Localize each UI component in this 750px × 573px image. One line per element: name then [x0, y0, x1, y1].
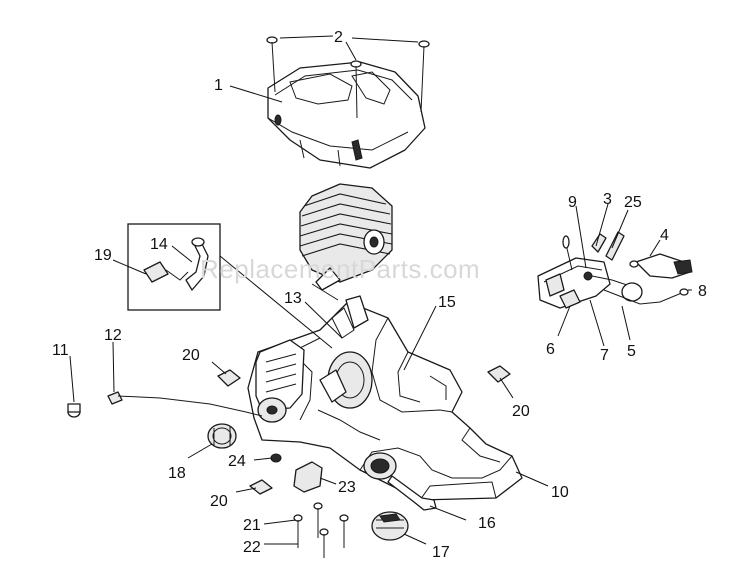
callout-20-lower-left: 20 [210, 493, 228, 510]
callout-labels: 1 2 3 4 5 6 7 8 9 10 11 12 13 14 15 16 1… [52, 29, 707, 561]
callout-20-right: 20 [512, 403, 530, 420]
callout-18: 18 [168, 465, 186, 482]
ignition-assembly [537, 231, 693, 309]
callout-22: 22 [243, 539, 261, 556]
callout-8: 8 [698, 283, 707, 300]
cover-screws [266, 36, 430, 119]
callout-1: 1 [214, 77, 223, 94]
callout-5: 5 [627, 343, 636, 360]
oil-cap [371, 511, 409, 541]
crankcase-housing [247, 295, 523, 501]
callout-4: 4 [660, 227, 669, 244]
callout-19: 19 [94, 247, 112, 264]
callout-13: 13 [284, 290, 302, 307]
rubber-pads [217, 365, 511, 495]
nut [270, 453, 282, 463]
callout-12: 12 [104, 327, 122, 344]
callout-15: 15 [438, 294, 456, 311]
leader-lines [69, 35, 692, 545]
callout-25: 25 [624, 194, 642, 211]
callout-14: 14 [150, 236, 168, 253]
intake-plate [255, 339, 305, 423]
callout-21: 21 [243, 517, 261, 534]
bolts [293, 502, 349, 558]
callout-11: 11 [52, 342, 69, 359]
callout-9: 9 [568, 194, 577, 211]
callout-7: 7 [600, 347, 609, 364]
fuel-line [107, 391, 263, 417]
callout-6: 6 [546, 341, 555, 358]
callout-16: 16 [478, 515, 496, 532]
callout-24: 24 [228, 453, 246, 470]
callout-2: 2 [334, 29, 343, 46]
small-cap [67, 403, 81, 418]
top-cover [267, 61, 426, 169]
callout-10: 10 [551, 484, 569, 501]
callout-3: 3 [603, 191, 612, 208]
cylinder [299, 183, 393, 301]
inset-box [127, 223, 333, 349]
callout-17: 17 [432, 544, 450, 561]
grommet [207, 423, 237, 449]
callout-23: 23 [338, 479, 356, 496]
fuel-cap-ring [363, 452, 437, 511]
watermark: ReplacementParts.com [200, 254, 480, 284]
callout-20-upper-left: 20 [182, 347, 200, 364]
filter-block [293, 461, 323, 493]
